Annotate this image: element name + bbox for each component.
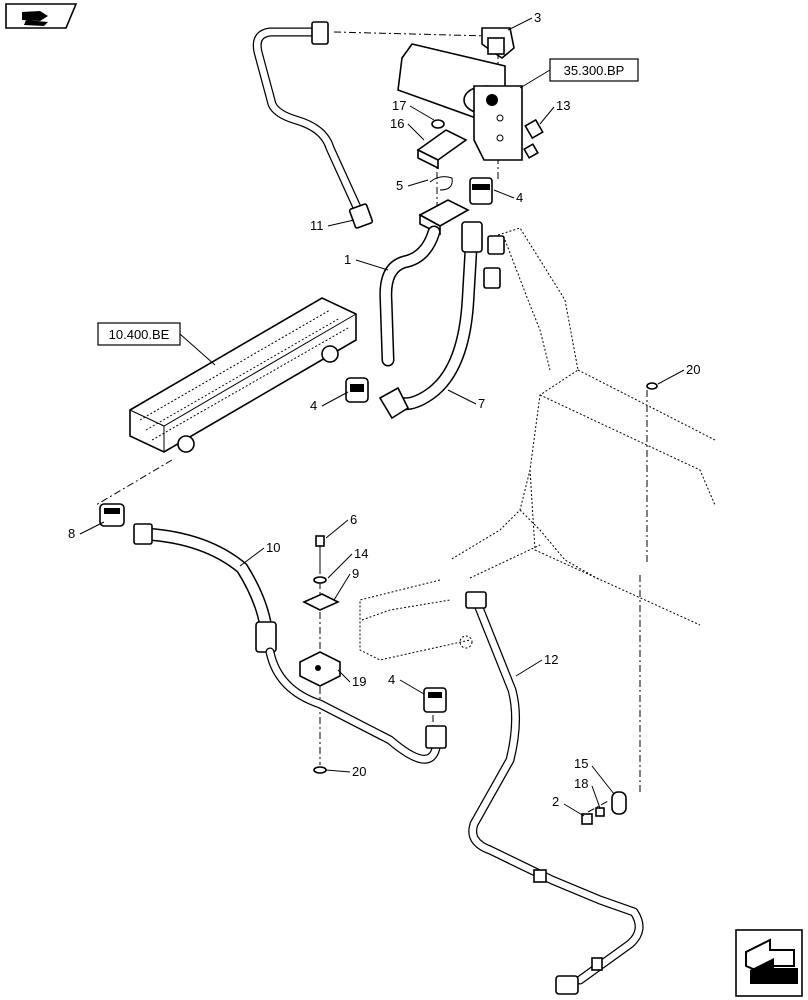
reference-35300bp[interactable]: 35.300.BP — [519, 58, 639, 89]
callout-5: 5 — [396, 178, 429, 193]
callout-9: 9 — [333, 566, 359, 601]
hose-clamp — [416, 119, 470, 236]
bolt-6 — [315, 535, 325, 570]
tube-12 — [465, 591, 644, 995]
hose-10 — [133, 523, 447, 764]
svg-text:12: 12 — [544, 652, 558, 667]
elbow-fitting — [481, 27, 515, 59]
svg-text:18: 18 — [574, 776, 588, 791]
svg-text:7: 7 — [478, 396, 485, 411]
svg-text:4: 4 — [516, 190, 523, 205]
fitting-8 — [99, 503, 125, 527]
svg-text:6: 6 — [350, 512, 357, 527]
callout-12: 12 — [515, 652, 558, 677]
svg-text:17: 17 — [392, 98, 406, 113]
svg-text:19: 19 — [352, 674, 366, 689]
svg-text:2: 2 — [552, 794, 559, 809]
svg-text:16: 16 — [390, 116, 404, 131]
svg-text:1: 1 — [344, 252, 351, 267]
callout-4-mid: 4 — [310, 391, 349, 413]
arrow-next-icon[interactable] — [735, 929, 803, 997]
callout-4-top: 4 — [493, 189, 523, 205]
book-open-icon[interactable] — [5, 3, 78, 29]
filter-assembly — [397, 43, 523, 161]
svg-text:11: 11 — [310, 218, 324, 233]
svg-text:4: 4 — [388, 672, 395, 687]
adapter-fitting — [345, 377, 369, 403]
reference-label: 10.400.BE — [109, 327, 170, 342]
svg-text:9: 9 — [352, 566, 359, 581]
callout-20-top: 20 — [657, 362, 700, 385]
hose-7 — [378, 221, 505, 420]
svg-text:10: 10 — [266, 540, 280, 555]
svg-text:3: 3 — [534, 10, 541, 25]
svg-text:4: 4 — [310, 398, 317, 413]
callout-16: 16 — [390, 116, 425, 141]
callout-17: 17 — [392, 98, 435, 121]
hose-1 — [379, 225, 441, 367]
callout-15: 15 — [574, 756, 615, 795]
callout-10: 10 — [239, 540, 280, 567]
callout-6: 6 — [325, 512, 357, 539]
adapter-fitting — [423, 687, 447, 713]
plate-9 — [302, 593, 340, 611]
callout-11: 11 — [310, 218, 355, 233]
callout-8: 8 — [68, 521, 105, 541]
callout-20-bottom: 20 — [325, 764, 366, 779]
callout-18: 18 — [574, 776, 601, 809]
adapter-fitting — [469, 177, 493, 205]
clamp-block-19 — [299, 651, 341, 687]
chassis-frame — [359, 227, 716, 661]
callout-14: 14 — [327, 546, 368, 579]
washer-20 — [313, 382, 658, 774]
svg-text:20: 20 — [352, 764, 366, 779]
callout-3: 3 — [507, 10, 541, 31]
callout-1: 1 — [344, 252, 389, 271]
callout-13: 13 — [539, 98, 570, 125]
svg-text:8: 8 — [68, 526, 75, 541]
washer-14 — [313, 576, 327, 584]
callout-2: 2 — [552, 794, 585, 817]
svg-text:20: 20 — [686, 362, 700, 377]
svg-text:13: 13 — [556, 98, 570, 113]
callouts: 3 13 17 16 5 4 11 1 4 7 20 8 6 10 14 9 1… — [68, 10, 700, 817]
oil-cooler — [129, 297, 357, 453]
callout-4-bottom: 4 — [388, 672, 425, 695]
tube-clip — [581, 791, 627, 825]
tube-11 — [252, 21, 374, 229]
callout-19: 19 — [337, 669, 366, 689]
reference-10400be[interactable]: 10.400.BE — [97, 322, 216, 366]
callout-7: 7 — [447, 389, 485, 411]
reference-label: 35.300.BP — [564, 63, 625, 78]
svg-text:5: 5 — [396, 178, 403, 193]
svg-text:14: 14 — [354, 546, 368, 561]
mounting-bolt — [523, 118, 544, 159]
svg-text:15: 15 — [574, 756, 588, 771]
